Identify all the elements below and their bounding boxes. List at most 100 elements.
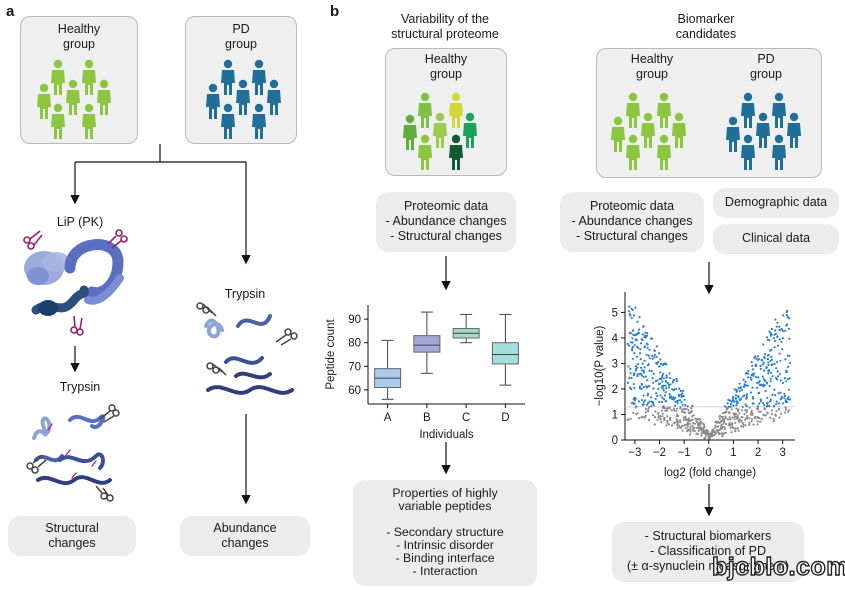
volcano-point: [665, 363, 668, 366]
volcano-x-tick-label: −3: [628, 447, 641, 459]
volcano-point: [780, 412, 783, 415]
watermark-text: bjcblo.com: [711, 552, 845, 581]
volcano-point: [745, 395, 748, 398]
volcano-points: [626, 305, 792, 440]
volcano-point: [678, 426, 682, 429]
volcano-point: [767, 338, 770, 341]
volcano-point: [771, 375, 774, 378]
volcano-point: [682, 418, 686, 421]
volcano-point: [648, 384, 651, 388]
volcano-point: [628, 377, 631, 380]
volcano-point: [744, 372, 748, 375]
volcano-point: [647, 410, 650, 413]
volcano-point: [633, 386, 636, 389]
volcano-point: [788, 377, 791, 380]
volcano-point: [717, 431, 720, 434]
volcano-point: [697, 429, 700, 432]
volcano-point: [713, 426, 717, 429]
volcano-y-tick-label: 2: [612, 384, 618, 396]
volcano-point: [668, 393, 671, 396]
volcano-point: [680, 401, 683, 404]
volcano-point: [632, 411, 635, 414]
volcano-point: [682, 394, 685, 398]
volcano-point: [779, 379, 782, 382]
volcano-point: [768, 330, 771, 333]
volcano-point: [775, 400, 778, 403]
volcano-point: [740, 419, 743, 422]
volcano-point: [634, 406, 637, 409]
volcano-point: [778, 338, 781, 341]
pd-people-icon: [206, 59, 281, 139]
volcano-point: [784, 411, 787, 414]
volcano-point: [686, 430, 689, 433]
volcano-y-tick-label: 1: [612, 409, 618, 421]
volcano-point: [639, 372, 643, 375]
volcano-point: [726, 402, 729, 405]
volcano-point: [778, 408, 781, 411]
volcano-point: [750, 373, 753, 377]
volcano-point: [758, 391, 761, 394]
volcano-point: [750, 378, 753, 381]
volcano-point: [781, 348, 784, 351]
volcano-point: [635, 355, 639, 358]
volcano-point: [767, 353, 770, 356]
volcano-point: [769, 359, 772, 363]
volcano-point: [647, 401, 650, 405]
volcano-point: [673, 422, 676, 425]
volcano-point: [737, 429, 740, 432]
volcano-point: [750, 420, 753, 423]
volcano-point: [629, 341, 633, 344]
volcano-point: [713, 434, 716, 437]
volcano-point: [680, 410, 684, 413]
volcano-point: [643, 345, 647, 348]
volcano-point: [747, 376, 750, 379]
volcano-point: [651, 414, 655, 417]
volcano-point: [729, 426, 732, 429]
volcano-point: [633, 402, 636, 406]
volcano-point: [690, 410, 693, 413]
volcano-point: [684, 417, 688, 420]
volcano-y-tick-label: 3: [612, 358, 618, 370]
volcano-point: [627, 418, 630, 421]
volcano-point: [751, 418, 754, 421]
volcano-point: [650, 405, 653, 408]
volcano-point: [661, 415, 664, 418]
volcano-point: [676, 426, 679, 429]
volcano-point: [776, 321, 779, 324]
volcano-point: [678, 394, 681, 397]
volcano-point: [740, 409, 744, 412]
volcano-point: [747, 369, 750, 373]
volcano-point: [681, 403, 684, 406]
volcano-point: [643, 359, 646, 362]
boxplot-x-tick-label: B: [423, 412, 431, 424]
lip-pk-label: LiP (PK): [56, 215, 104, 229]
volcano-point: [730, 400, 733, 403]
volcano-point: [730, 408, 733, 411]
volcano-point: [746, 414, 749, 418]
volcano-point: [632, 314, 636, 317]
biomarker-proteomic-text: Proteomic data - Abundance changes - Str…: [571, 199, 693, 243]
volcano-point: [630, 402, 634, 405]
volcano-point: [756, 420, 759, 423]
volcano-point: [777, 344, 780, 347]
volcano-point: [637, 400, 641, 403]
volcano-point: [648, 357, 651, 360]
volcano-point: [767, 369, 770, 372]
volcano-point: [671, 381, 674, 384]
volcano-point: [661, 412, 664, 415]
volcano-point: [775, 403, 778, 406]
volcano-point: [640, 382, 643, 385]
volcano-point: [699, 426, 702, 429]
volcano-point: [689, 422, 692, 425]
volcano-point: [670, 397, 674, 400]
volcano-point: [666, 421, 669, 424]
volcano-point: [662, 417, 666, 420]
volcano-point: [642, 386, 645, 389]
volcano-point: [718, 415, 721, 418]
volcano-point: [669, 418, 672, 422]
volcano-point: [756, 386, 759, 389]
volcano-point: [637, 363, 640, 366]
volcano-point: [720, 415, 723, 419]
volcano-point: [786, 377, 789, 380]
volcano-point: [646, 392, 650, 395]
